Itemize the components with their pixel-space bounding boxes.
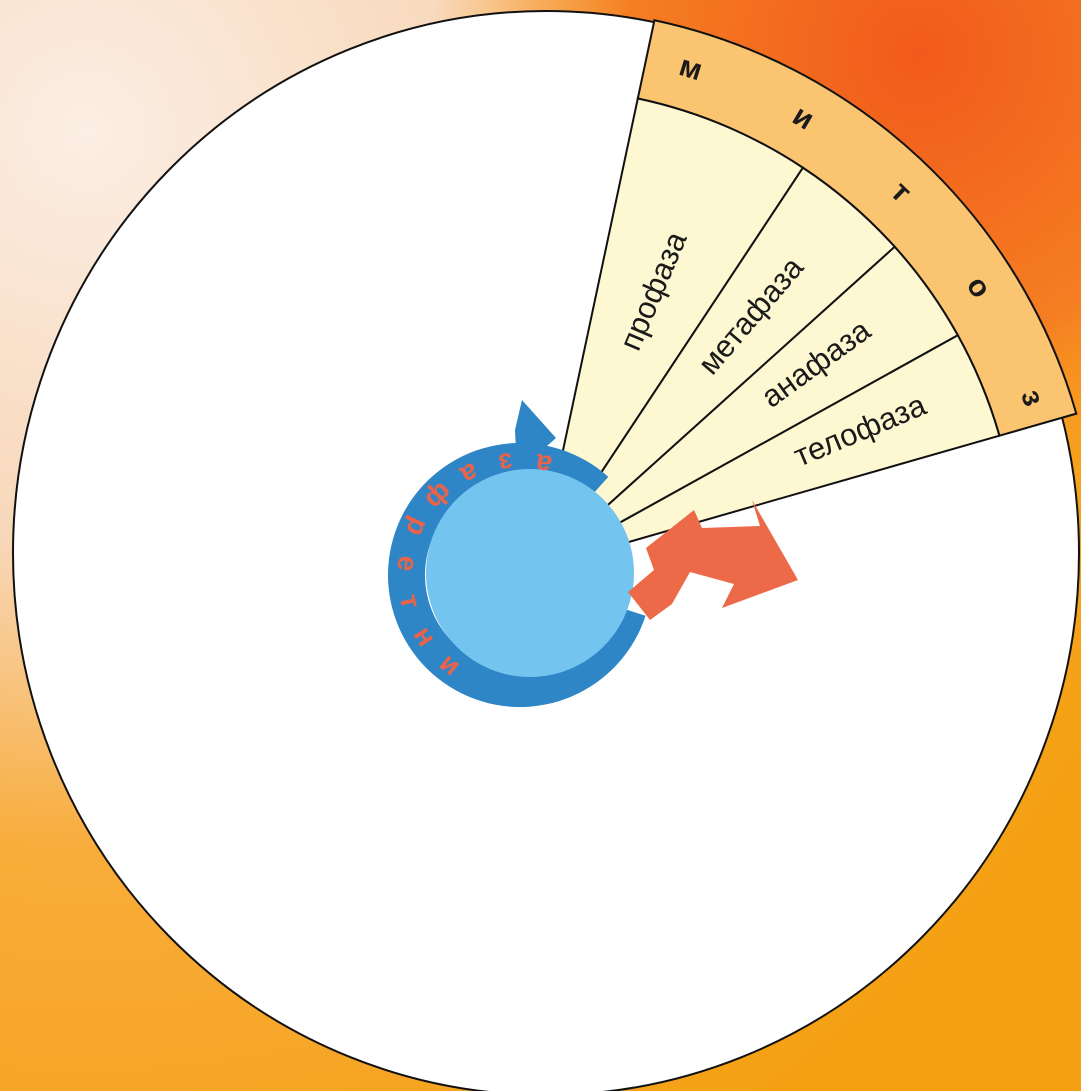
interphase-letter: а [532,448,554,482]
interphase-arrow-head [515,400,556,468]
phase-wedge [537,97,805,569]
phase-wedge [537,333,1001,569]
interphase-core [426,469,634,677]
interphase-letter: е [391,554,423,573]
interphase-letter: з [497,447,515,480]
exit-arrows [628,500,798,620]
